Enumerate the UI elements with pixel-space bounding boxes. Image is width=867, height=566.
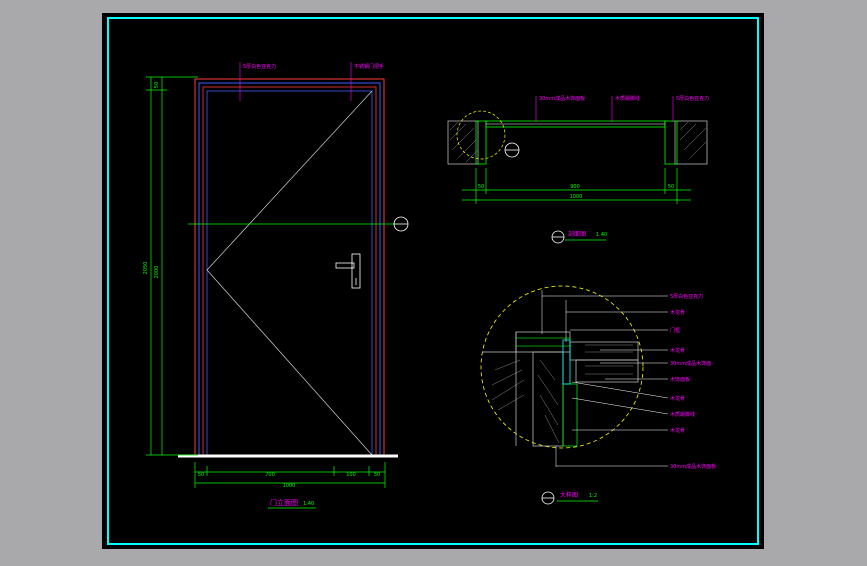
dim-h-50-right: 50 xyxy=(374,472,380,478)
detail-callout-9: 木龙骨 xyxy=(670,427,685,434)
dim-h-700: 700 xyxy=(265,472,275,478)
dim-h-50-left: 50 xyxy=(198,472,204,478)
plan-callout-1: 30mm成品木饰面板 xyxy=(539,95,585,102)
detail-title: 大样图 xyxy=(560,491,578,499)
plan-dim-50-right: 50 xyxy=(668,184,674,190)
wall-hatch xyxy=(449,121,479,163)
detail-callout-leader xyxy=(571,381,669,399)
plan-scale: 1:40 xyxy=(596,232,607,238)
detail-hatch xyxy=(491,344,633,444)
detail-circle xyxy=(480,285,644,449)
detail-callout-3: 门框 xyxy=(670,327,680,334)
plan-dim-total: 1000 xyxy=(570,194,583,200)
dim-h-100: 100 xyxy=(346,472,356,478)
door-detail: 5厚白色亚克力 木龙骨 门框 木龙骨 30mm成品木饰面 木饰面板 木龙骨 木质… xyxy=(480,285,716,505)
wall-left xyxy=(447,120,479,165)
elevation-scale: 1:40 xyxy=(303,501,314,507)
plan-dim-900: 900 xyxy=(570,184,580,190)
dim-h-total: 1000 xyxy=(283,483,296,489)
detail-scale: 1:2 xyxy=(589,493,597,499)
detail-callout-leader xyxy=(571,397,669,415)
drawing-sheet xyxy=(102,13,764,549)
sheet-border xyxy=(107,17,759,545)
dim-v-2000: 2000 xyxy=(154,266,160,279)
door-section-plan: 50 900 50 1000 30mm成品木饰面板 木质踢脚线 5厚白色亚克力 … xyxy=(447,95,709,244)
detail-callout-2: 木龙骨 xyxy=(670,309,685,316)
plan-title: 剖面图 xyxy=(568,230,586,238)
elev-callout-2: 不锈钢门把手 xyxy=(354,63,384,70)
elev-callout-1: 5厚白色亚克力 xyxy=(243,63,276,70)
detail-ref-circle xyxy=(456,110,506,160)
wall-right xyxy=(674,120,708,165)
plan-callout-3: 5厚白色亚克力 xyxy=(676,95,709,102)
jamb-left xyxy=(475,120,487,165)
jamb-right xyxy=(664,120,678,165)
plan-dim-50-left: 50 xyxy=(478,184,484,190)
dim-v-2050: 2050 xyxy=(143,262,149,275)
detail-callout-4: 木龙骨 xyxy=(670,347,685,354)
detail-callout-8: 木质踢脚线 xyxy=(670,411,695,418)
detail-stop xyxy=(562,339,571,385)
plan-callout-2: 木质踢脚线 xyxy=(615,95,640,102)
detail-callout-1: 5厚白色亚克力 xyxy=(670,293,703,300)
elevation-title: 门立面图 xyxy=(270,498,298,507)
detail-callout-6: 木饰面板 xyxy=(670,376,690,383)
detail-callout-10: 30mm成品木饰面板 xyxy=(670,463,716,470)
detail-acrylic xyxy=(575,359,639,383)
door-swing-lines xyxy=(206,90,373,456)
door-elevation: 50 2050 2000 50 700 100 50 1000 5厚白色亚克力 … xyxy=(143,62,409,509)
wall-hatch xyxy=(679,121,707,159)
detail-callout-7: 木龙骨 xyxy=(670,395,685,402)
door-handle-plate-icon xyxy=(351,253,361,289)
door-handle-lever-icon xyxy=(335,262,355,269)
dim-v-50: 50 xyxy=(154,82,160,88)
detail-callout-5: 30mm成品木饰面 xyxy=(670,360,711,367)
detail-wall-outline xyxy=(482,332,517,446)
